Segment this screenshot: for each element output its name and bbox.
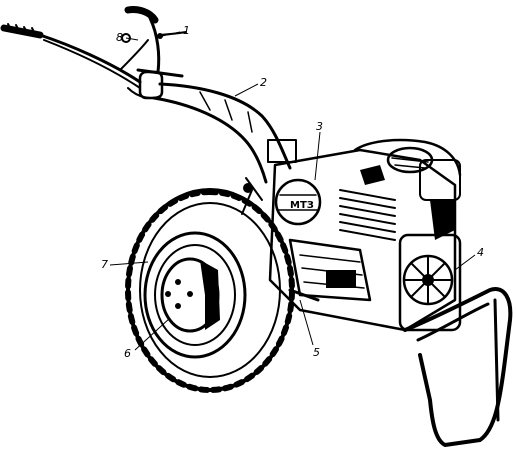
callout-2: 2 xyxy=(260,76,267,89)
front-stand xyxy=(403,287,513,447)
callout-8: 8 xyxy=(116,31,123,44)
leader-lines xyxy=(109,31,476,351)
callout-4: 4 xyxy=(477,246,484,259)
handlebar-assembly xyxy=(0,6,297,215)
callout-3: 3 xyxy=(316,120,323,133)
flywheel-cover xyxy=(398,233,462,332)
callout-6: 6 xyxy=(124,347,131,360)
callout-1: 1 xyxy=(183,24,190,37)
wheel-assembly xyxy=(125,188,295,393)
engine-emblem-label: МТЗ xyxy=(290,200,314,211)
callout-5: 5 xyxy=(313,346,320,359)
callout-7: 7 xyxy=(101,258,108,271)
